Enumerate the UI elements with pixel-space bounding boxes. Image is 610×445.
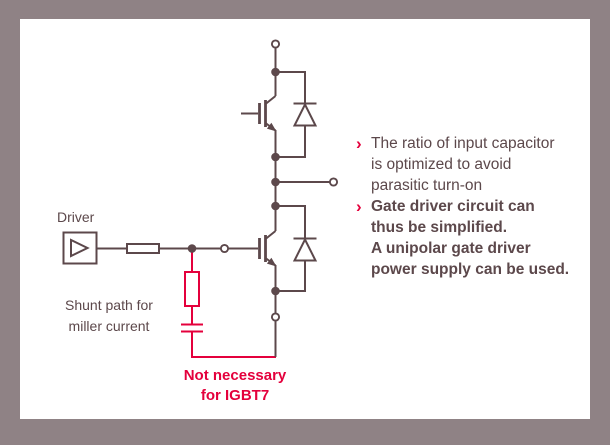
junction-dot xyxy=(271,286,280,296)
bullet-line: thus be simplified. xyxy=(371,219,508,236)
gate-terminal-icon xyxy=(219,243,230,254)
not-necessary-label-line1: Not necessary xyxy=(183,367,287,384)
bullet-chevron-icon: › xyxy=(356,134,362,153)
high-side-diode-icon xyxy=(275,71,318,158)
junction-dot xyxy=(271,177,280,187)
high-side-igbt-icon xyxy=(241,95,277,157)
not-necessary-label: Not necessary for IGBT7 xyxy=(155,366,315,406)
driver-label: Driver xyxy=(57,209,95,225)
bullet-line: A unipolar gate driver xyxy=(371,240,531,257)
bullet-text: The ratio of input capacitor is optimize… xyxy=(371,133,592,196)
bullet-line: The ratio of input capacitor xyxy=(371,135,555,152)
emitter-terminal-icon xyxy=(270,312,281,322)
driver-buffer-icon xyxy=(62,231,98,265)
bullet-line: Gate driver circuit can xyxy=(371,198,535,215)
bullet-item-input-capacitor: › The ratio of input capacitor is optimi… xyxy=(356,133,592,196)
benefits-bullet-list: › The ratio of input capacitor is optimi… xyxy=(356,133,592,280)
shunt-resistor-icon xyxy=(184,271,200,307)
bullet-line: is optimized to avoid xyxy=(371,156,512,173)
shunt-path-label-line2: miller current xyxy=(68,317,150,334)
low-side-diode-icon xyxy=(275,205,318,292)
not-necessary-label-line2: for IGBT7 xyxy=(200,387,270,404)
junction-dot xyxy=(271,201,280,211)
bullet-line: power supply can be used. xyxy=(371,261,570,278)
shunt-path-label-line1: Shunt path for xyxy=(65,297,153,313)
miller-shunt-path xyxy=(181,249,276,358)
junction-dot xyxy=(271,67,280,77)
bullet-item-gate-driver: › Gate driver circuit can thus be simpli… xyxy=(356,196,592,280)
gate-node-dot xyxy=(187,244,197,253)
bullet-line: parasitic turn-on xyxy=(371,177,483,194)
phase-output-terminal-icon xyxy=(328,177,339,187)
low-side-igbt-icon xyxy=(227,206,277,291)
bullet-text: Gate driver circuit can thus be simplifi… xyxy=(371,196,592,280)
gate-resistor-icon xyxy=(126,243,160,254)
bullet-chevron-icon: › xyxy=(356,197,362,216)
shunt-path-label: Shunt path for miller current xyxy=(34,295,184,336)
junction-dot xyxy=(271,152,280,162)
dc-plus-terminal-icon xyxy=(270,39,281,49)
